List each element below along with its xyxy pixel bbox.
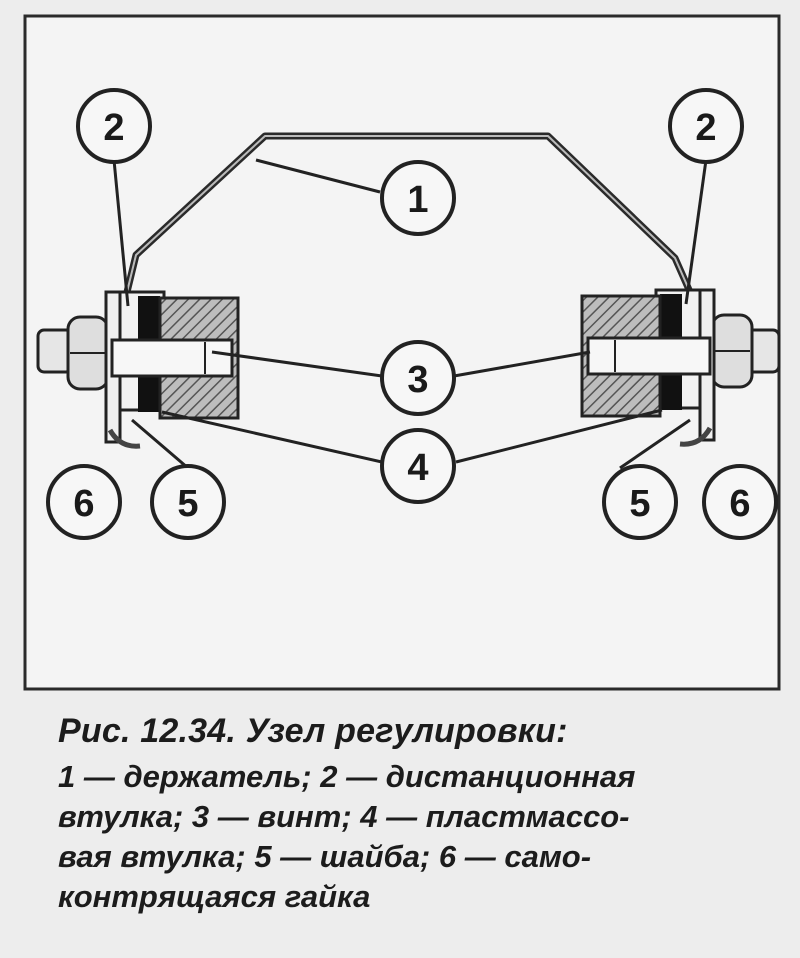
- callout-5-right: 5: [602, 464, 678, 540]
- callout-2-left: 2: [76, 88, 152, 164]
- figure-caption: Рис. 12.34. Узел регулировки: 1 — держат…: [58, 712, 778, 917]
- caption-line: 1 — держатель; 2 — дистанционная: [58, 759, 636, 794]
- callout-6-left-label: 6: [73, 483, 94, 525]
- plastic-bushing-left-top: [138, 296, 160, 342]
- plastic-bushing-left-bottom: [138, 376, 160, 412]
- screw-right: [586, 336, 712, 376]
- plastic-bushing-right-bottom: [660, 374, 682, 410]
- caption-line: вая втулка; 5 — шайба; 6 — само-: [58, 839, 592, 874]
- caption-line: контрящаяся гайка: [58, 879, 371, 914]
- adjustment-assembly-diagram: 1 2 2 3 4 5 6 5 6: [23, 14, 781, 691]
- screw-left: [110, 338, 234, 378]
- callout-2-left-label: 2: [103, 107, 124, 149]
- callout-4: 4: [380, 428, 456, 504]
- caption-line: втулка; 3 — винт; 4 — пластмассо-: [58, 799, 630, 834]
- caption-title: Рис. 12.34. Узел регулировки:: [58, 712, 568, 750]
- callout-5-left-label: 5: [177, 483, 198, 525]
- callout-3-label: 3: [407, 359, 428, 401]
- callout-2-right: 2: [668, 88, 744, 164]
- right-assembly: [580, 288, 781, 447]
- callout-3: 3: [380, 340, 456, 416]
- callout-6-left: 6: [46, 464, 122, 540]
- callout-2-right-label: 2: [695, 107, 716, 149]
- callout-6-right-label: 6: [729, 483, 750, 525]
- callout-1-label: 1: [407, 179, 428, 221]
- callout-1: 1: [380, 160, 456, 236]
- left-assembly: [36, 290, 240, 449]
- callout-4-label: 4: [407, 447, 428, 489]
- callout-6-right: 6: [702, 464, 778, 540]
- plastic-bushing-right-top: [660, 294, 682, 340]
- callout-5-left: 5: [150, 464, 226, 540]
- callout-5-right-label: 5: [629, 483, 650, 525]
- leader-lines: [112, 158, 708, 470]
